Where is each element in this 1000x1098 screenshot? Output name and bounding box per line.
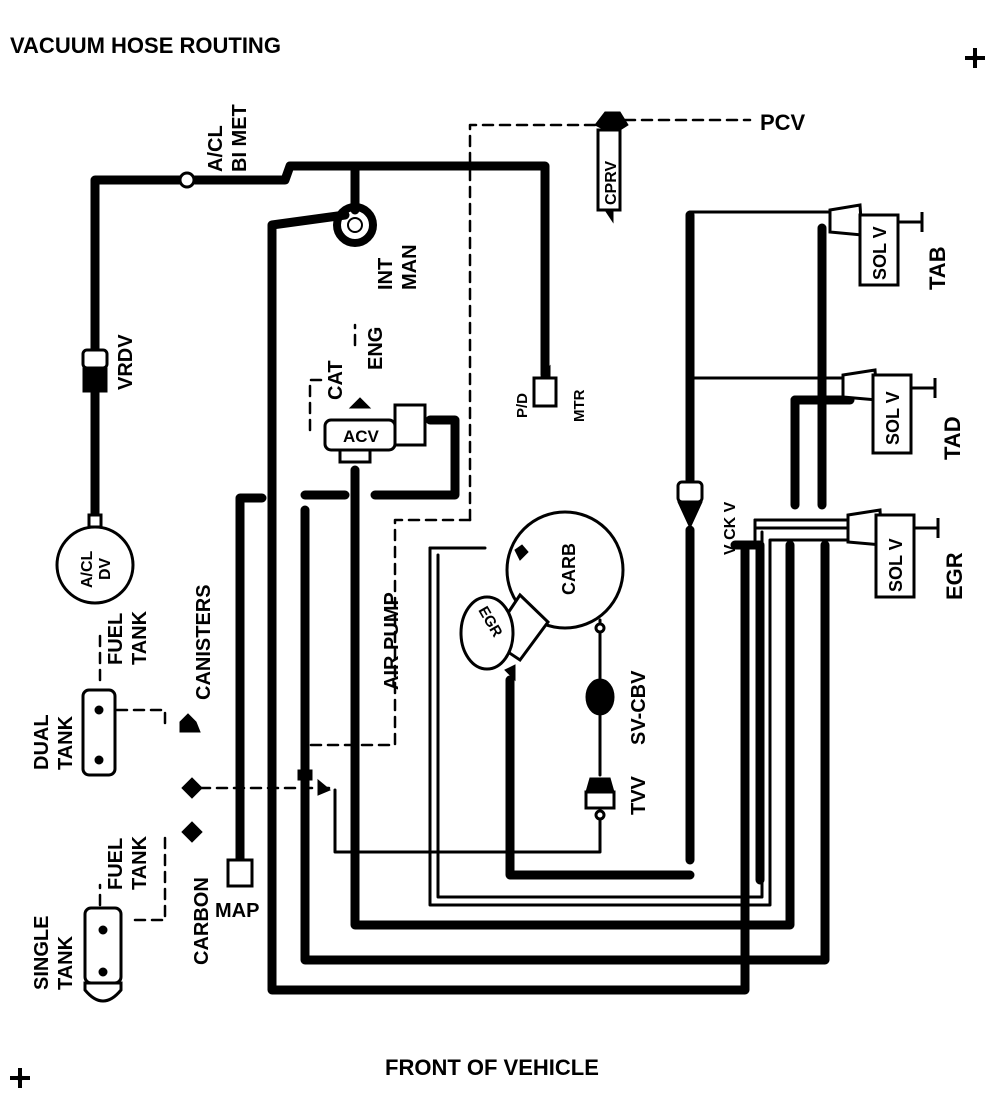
vckv-label: V CK V xyxy=(722,501,739,555)
egr-solenoid-label: EGR xyxy=(942,552,967,600)
canister-port-icon xyxy=(181,777,203,799)
tvv-valve xyxy=(584,777,616,821)
map-sensor xyxy=(226,858,254,888)
registration-mark-icon xyxy=(965,48,985,68)
pcv-label: PCV xyxy=(760,110,806,135)
vrdv-label: VRDV xyxy=(115,334,137,390)
carburetor xyxy=(505,510,625,630)
tad-label: TAD xyxy=(940,416,965,460)
sol-v-egr xyxy=(846,508,940,599)
fuel-tank-upper-2: TANK xyxy=(129,610,151,665)
single-tank-connector xyxy=(83,906,123,1003)
canister-port-icon xyxy=(181,821,203,843)
acl-dv-label-1: A/CL xyxy=(79,550,96,588)
acl-dv-label-2: DV xyxy=(97,557,114,580)
sol-v-tad xyxy=(841,368,937,455)
carbon-label: CARBON xyxy=(191,877,213,965)
diagram-title: VACUUM HOSE ROUTING xyxy=(10,33,281,58)
pd-motor xyxy=(532,364,558,408)
acv-label: ACV xyxy=(343,427,380,446)
vacuum-lines-dashed xyxy=(98,118,752,922)
vrdv-valve xyxy=(81,348,109,393)
int-man-label-1: INT xyxy=(375,258,397,290)
single-tank-label-2: TANK xyxy=(55,935,77,990)
acl-bimet-label-1: A/CL xyxy=(205,125,227,172)
single-tank-label-1: SINGLE xyxy=(31,916,53,990)
cprv-label: CPRV xyxy=(603,161,620,205)
dual-tank-label-1: DUAL xyxy=(31,714,53,770)
cat-label: CAT xyxy=(325,360,347,400)
carb-port xyxy=(514,544,529,561)
acv-valve xyxy=(323,397,427,464)
sv-cbv-label: SV-CBV xyxy=(628,670,650,745)
acl-bimet-connector xyxy=(178,171,196,189)
tab-label: TAB xyxy=(925,246,950,290)
tee-fitting xyxy=(297,769,331,796)
dual-tank-label-2: TANK xyxy=(55,715,77,770)
canisters-label: CANISTERS xyxy=(193,584,215,700)
eng-label: ENG xyxy=(365,327,387,370)
map-label: MAP xyxy=(215,900,259,922)
pd-label: P/D xyxy=(514,393,531,418)
canister-port-icon xyxy=(179,713,201,733)
sol-v-egr-label: SOL V xyxy=(886,538,906,592)
tvv-label: TVV xyxy=(628,775,650,815)
air-pump-label: AIR PUMP xyxy=(381,592,403,690)
fuel-tank-lower-2: TANK xyxy=(129,835,151,890)
sol-v-tab xyxy=(828,203,924,287)
vacuum-lines-thin xyxy=(333,210,852,907)
intake-manifold-fitting xyxy=(333,175,377,247)
cprv-valve xyxy=(594,111,629,224)
acl-dv-diaphragm xyxy=(55,513,135,605)
vacuum-lines-thick xyxy=(90,161,855,995)
sv-cbv-valve xyxy=(585,622,615,716)
mtr-label: MTR xyxy=(571,389,588,422)
acl-bimet-label-2: BI MET xyxy=(229,104,251,172)
fuel-tank-lower-1: FUEL xyxy=(105,838,127,890)
vckv-check-valve xyxy=(676,480,704,530)
sol-v-tab-label: SOL V xyxy=(870,226,890,280)
registration-mark-icon xyxy=(10,1068,30,1088)
carb-label: CARB xyxy=(559,543,579,595)
dual-tank-connector xyxy=(81,688,117,777)
sol-v-tad-label: SOL V xyxy=(883,391,903,445)
fuel-tank-upper-1: FUEL xyxy=(105,613,127,665)
front-of-vehicle-label: FRONT OF VEHICLE xyxy=(385,1055,599,1080)
int-man-label-2: MAN xyxy=(399,244,421,290)
egr-valve xyxy=(459,592,550,682)
